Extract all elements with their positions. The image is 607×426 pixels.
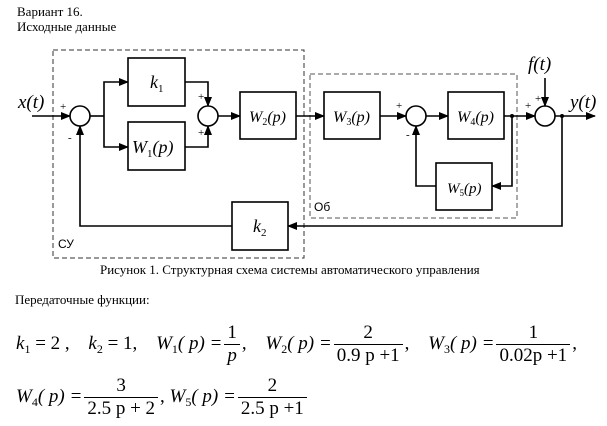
block-k1-label: k1	[150, 72, 164, 95]
junction-dot-w4	[510, 114, 514, 118]
block-k1	[127, 57, 186, 107]
line-to-k1	[103, 78, 129, 116]
disturbance-label: f(t)	[528, 54, 551, 75]
block-diagram: x(t) y(t) f(t) + - + + + - + + k1 k2 W1(…	[17, 49, 596, 259]
line-w4-w5	[491, 116, 513, 190]
object-region-label: Об	[314, 200, 330, 214]
block-k2-label: k2	[253, 216, 267, 239]
sum4-plus-top-sign: +	[535, 93, 541, 105]
eq-k1: k1 = 2 ,	[16, 332, 70, 356]
summator-4	[534, 105, 556, 127]
line-w5-sum3	[412, 125, 436, 187]
summator-1	[69, 105, 91, 127]
junction-dot-output	[560, 114, 564, 118]
line-k2-sum1	[76, 125, 232, 227]
summator-3	[405, 105, 427, 127]
input-signal-label: x(t)	[17, 92, 44, 113]
block-w4-label: W4(p)	[457, 109, 494, 128]
sum1-plus-sign: +	[60, 101, 66, 113]
block-w3-label: W3(p)	[333, 109, 370, 128]
line-to-w1	[103, 116, 129, 151]
sum3-plus-sign: +	[396, 100, 402, 112]
sum1-minus-sign: -	[68, 132, 72, 144]
variant-label: Вариант 16.	[17, 4, 83, 19]
block-k2	[231, 201, 289, 251]
control-system-region-label: СУ	[58, 237, 74, 251]
figure-caption: Рисунок 1. Структурная схема системы авт…	[100, 262, 480, 277]
summator-2	[197, 105, 219, 127]
sum4-plus-left-sign: +	[525, 100, 531, 112]
block-w1	[127, 121, 186, 171]
block-w2-label: W2(p)	[249, 109, 286, 128]
line-w1-sum2	[185, 125, 212, 148]
sum2-plus-top-sign: +	[198, 91, 204, 103]
sum3-minus-sign: -	[406, 129, 410, 141]
initial-data-label: Исходные данные	[17, 19, 117, 34]
eq-k2: k2 = 1,	[88, 332, 138, 356]
block-w5	[435, 162, 493, 211]
block-w5-label: W5(p)	[447, 181, 482, 198]
output-signal-label: y(t)	[568, 92, 596, 113]
block-w2	[239, 91, 297, 140]
control-system-region	[52, 49, 305, 259]
sum2-plus-bottom-sign: +	[198, 127, 204, 139]
block-w1-label: W1(p)	[132, 137, 174, 160]
block-w4	[447, 91, 505, 140]
main-feedback-line	[287, 116, 563, 230]
transfer-functions-heading: Передаточные функции:	[15, 292, 150, 307]
line-k1-sum2	[185, 81, 212, 107]
